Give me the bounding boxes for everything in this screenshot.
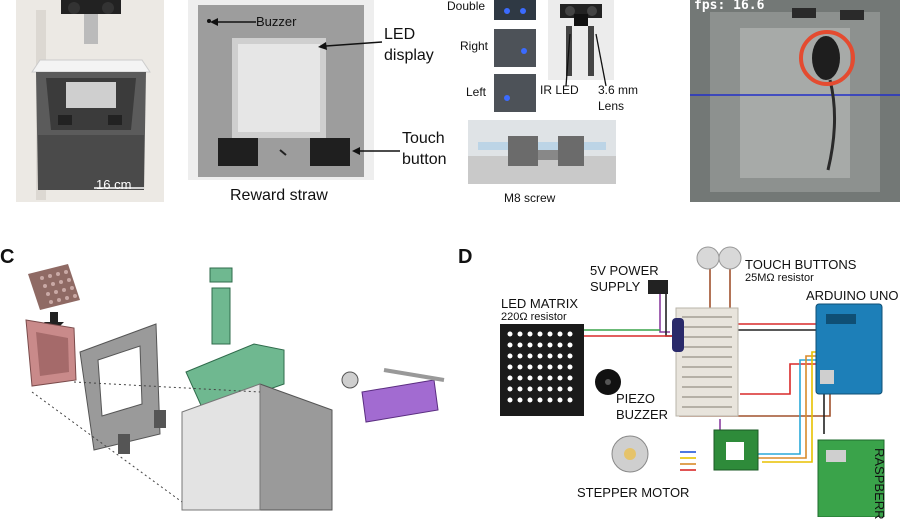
camera-module-photo xyxy=(548,0,614,80)
tracking-video-frame: fps: 16.6 xyxy=(690,0,900,202)
led-double-photo xyxy=(494,0,536,20)
wiring-schematic xyxy=(500,246,885,517)
raspberry-label: RASPBERR xyxy=(872,448,887,520)
led-matrix-part xyxy=(28,264,80,310)
camera-arrows xyxy=(565,33,607,87)
touch-resistor-label: 25MΩ resistor xyxy=(745,272,814,284)
reward-mechanism-photo xyxy=(468,120,616,184)
panel-c-letter: C xyxy=(0,246,15,268)
touch-button-label-line2: button xyxy=(402,151,447,168)
touch-buttons-label: TOUCH BUTTONS xyxy=(745,257,857,272)
exploded-view-diagram xyxy=(25,264,445,511)
fps-readout: fps: 16.6 xyxy=(694,0,765,13)
buzzer-label: Buzzer xyxy=(256,14,297,29)
led-display-label-line2: display xyxy=(384,47,434,64)
double-label: Double xyxy=(447,0,486,13)
stepper-label: STEPPER MOTOR xyxy=(577,485,690,500)
led-matrix-label: LED MATRIX xyxy=(501,296,579,311)
led-display-arrow xyxy=(318,41,383,50)
photo-box-arena: 16 cm xyxy=(16,0,164,202)
touch-button-label-line1: Touch xyxy=(402,130,445,147)
power-supply-label-line1: 5V POWER xyxy=(590,263,659,278)
front-panel-illustration xyxy=(188,0,374,180)
right-label: Right xyxy=(460,39,489,53)
led-right-photo xyxy=(494,29,536,67)
photo-front-panel xyxy=(188,0,374,180)
power-supply-label-line2: SUPPLY xyxy=(590,279,641,294)
piezo-label-line2: BUZZER xyxy=(616,407,668,422)
box-arena-illustration xyxy=(16,0,164,202)
led-left-photo xyxy=(494,74,536,112)
lens-label-line1: 3.6 mm xyxy=(598,83,639,97)
panel-d-letter: D xyxy=(458,246,473,268)
piezo-label-line1: PIEZO xyxy=(616,391,656,406)
lens-label-line2: Lens xyxy=(598,99,625,113)
ir-led-label: IR LED xyxy=(540,83,579,97)
led-display-label-line1: LED xyxy=(384,26,416,43)
arduino-label: ARDUINO UNO xyxy=(806,288,899,303)
m8-screw-label: M8 screw xyxy=(504,191,556,205)
led-resistor-label: 220Ω resistor xyxy=(501,311,567,323)
scale-bar-label: 16 cm xyxy=(96,177,132,192)
left-label: Left xyxy=(466,85,487,99)
buzzer-arrow xyxy=(210,18,256,26)
reward-straw-label: Reward straw xyxy=(230,187,328,204)
touch-button-arrow xyxy=(352,147,400,155)
